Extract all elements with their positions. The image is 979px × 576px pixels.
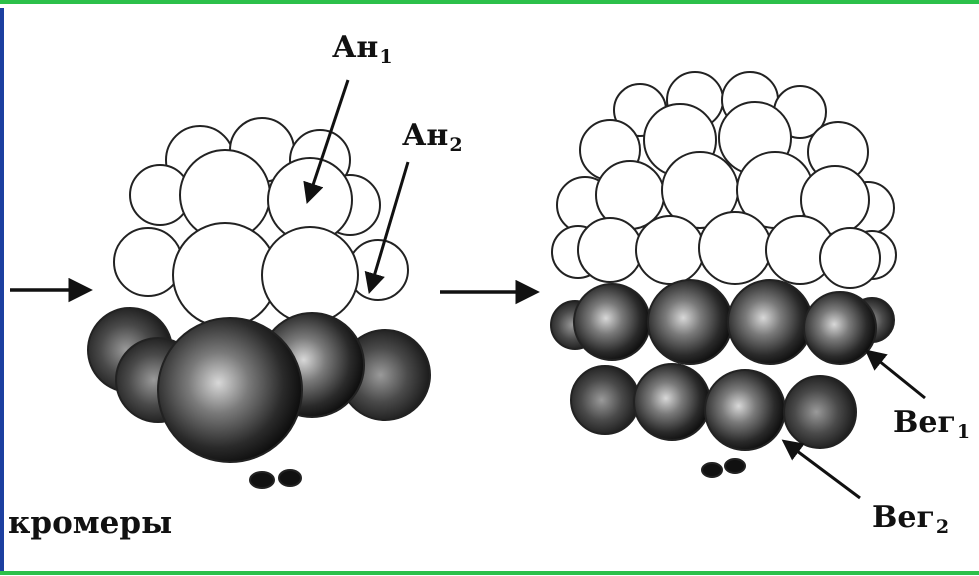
pointer-veg1 — [868, 352, 925, 398]
pointer-veg2 — [785, 442, 860, 498]
right-embryo — [551, 72, 896, 477]
left-micromeres — [250, 470, 301, 488]
right-animal-cells — [552, 72, 896, 288]
label-veg2: Вег2 — [872, 503, 949, 537]
caption-text: кромеры — [8, 505, 172, 541]
label-veg1: Вег1 — [893, 408, 970, 442]
left-vegetal-cells — [88, 308, 430, 462]
left-animal-cells — [114, 118, 408, 327]
label-an1: Ан1 — [332, 33, 393, 67]
right-veg2-cells — [571, 364, 856, 450]
left-embryo — [88, 118, 430, 488]
right-micromeres — [702, 459, 745, 477]
right-veg1-cells — [551, 280, 894, 364]
label-an2: Ан2 — [402, 121, 463, 155]
